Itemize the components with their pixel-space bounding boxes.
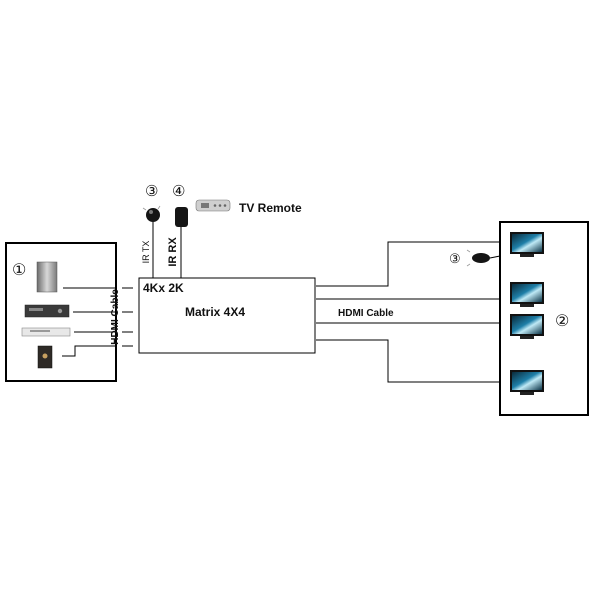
matrix-name-label: Matrix 4X4	[185, 305, 245, 319]
matrix-switcher-box	[138, 277, 316, 354]
matrix-resolution-label: 4Kx 2K	[143, 281, 184, 295]
source-device-receiver	[24, 304, 70, 318]
ir-rx-label: IR RX	[167, 237, 179, 267]
source-device-player	[21, 327, 71, 337]
source-device-tower	[36, 261, 58, 293]
tv-remote-label: TV Remote	[239, 201, 302, 215]
ir-rx-marker: ④	[172, 183, 185, 200]
ir-tx-display-marker: ③	[449, 251, 461, 266]
tv-icon	[510, 282, 544, 307]
input-connections	[62, 287, 133, 357]
tv-icon	[510, 232, 544, 257]
tv-remote-icon	[195, 199, 231, 212]
ir-tx-label: IR TX	[141, 241, 151, 264]
input-connection-dashes	[117, 286, 122, 348]
sources-marker: ①	[12, 262, 26, 279]
tv-icon	[510, 314, 544, 339]
ir-tx-display-emitter	[466, 249, 501, 267]
ir-tx-emitter	[142, 205, 161, 278]
ir-rx-receiver	[175, 207, 188, 278]
output-cable-label: HDMI Cable	[338, 308, 394, 319]
output-connections	[316, 241, 500, 383]
ir-tx-marker: ③	[145, 183, 158, 200]
tv-icon	[510, 370, 544, 395]
source-device-media-box	[37, 345, 53, 369]
input-cable-label: HDMI Cable	[110, 289, 121, 345]
displays-marker: ②	[555, 313, 569, 330]
display-devices-box	[499, 221, 589, 416]
